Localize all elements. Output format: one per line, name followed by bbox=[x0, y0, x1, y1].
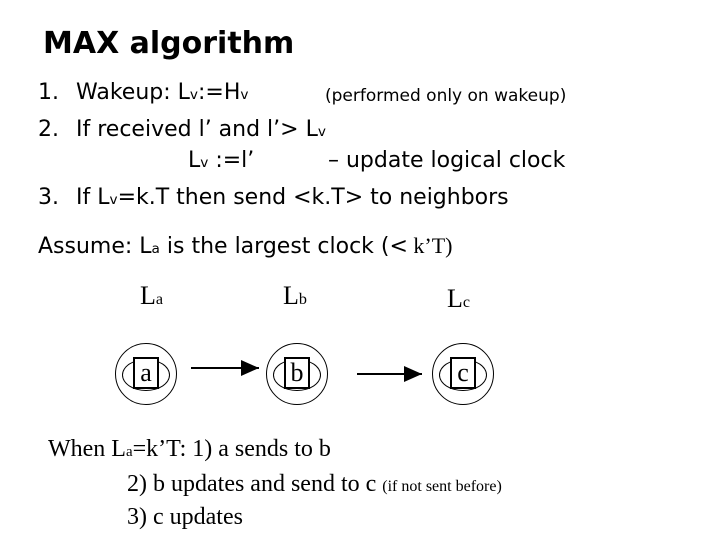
step-2-assignment: Lv :=l’ bbox=[188, 148, 255, 173]
node-circle bbox=[115, 343, 177, 405]
bottom-line-3: 3) c updates bbox=[127, 504, 243, 530]
node-label-c: Lc bbox=[447, 284, 471, 313]
step-number: 1. bbox=[38, 80, 59, 105]
step-3: 3.If Lv=k.T then send <k.T> to neighbors bbox=[38, 185, 509, 210]
node-box-c: c bbox=[450, 357, 476, 389]
node-box-b: b bbox=[284, 357, 310, 389]
step-1: 1.Wakeup: Lv:=Hv bbox=[38, 80, 249, 105]
step-1-note: (performed only on wakeup) bbox=[325, 86, 567, 106]
node-circle bbox=[432, 343, 494, 405]
step-2: 2.If received l’ and l’> Lv bbox=[38, 117, 326, 142]
slide-title: MAX algorithm bbox=[43, 26, 295, 61]
node-label-b: Lb bbox=[283, 281, 307, 310]
bottom-line-2: 2) b updates and send to c (if not sent … bbox=[127, 471, 502, 497]
node-box-a: a bbox=[133, 357, 159, 389]
assumption: Assume: La is the largest clock (< k’T) bbox=[38, 233, 453, 259]
step-2-note: – update logical clock bbox=[328, 148, 566, 173]
node-label-a: La bbox=[140, 281, 164, 310]
bottom-line-1: When La=k’T: 1) a sends to b bbox=[48, 436, 331, 462]
node-circle bbox=[266, 343, 328, 405]
